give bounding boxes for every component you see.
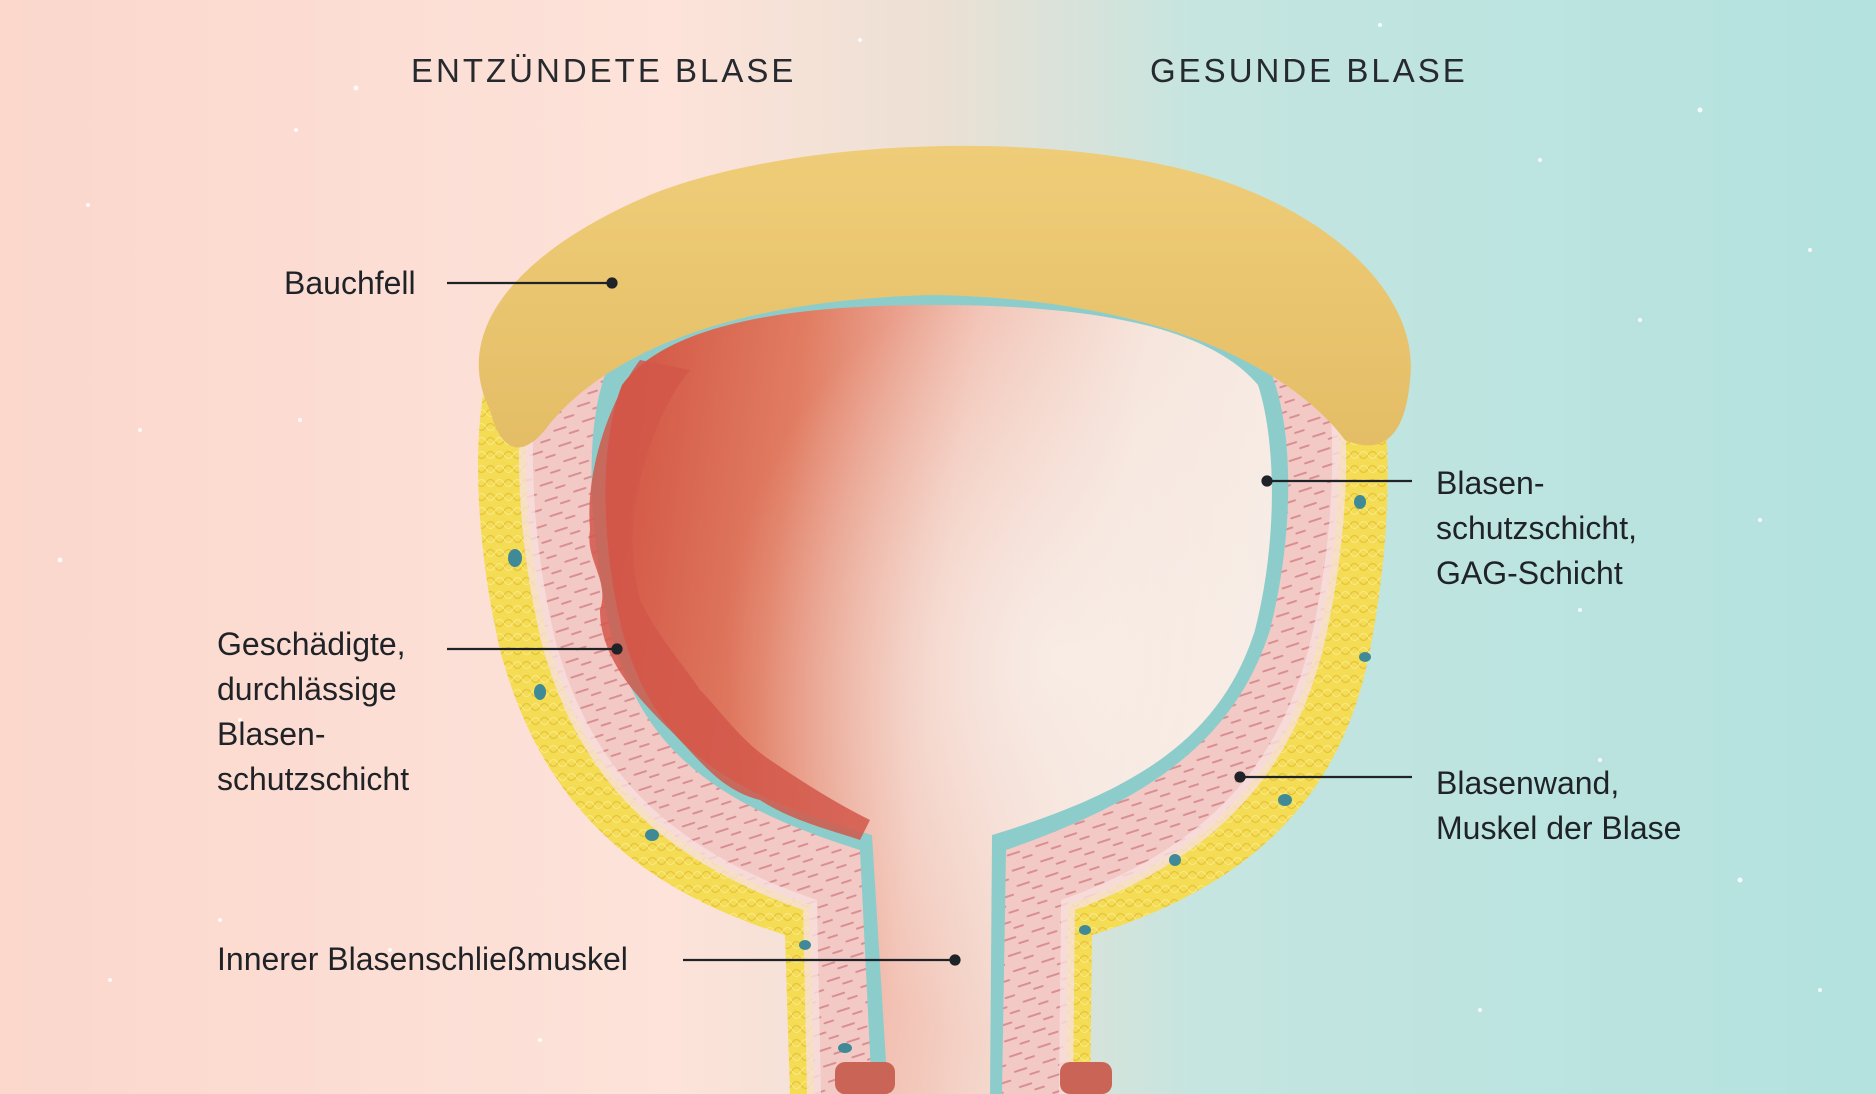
label-damaged-layer: Geschädigte, durchlässige Blasen- schutz… (217, 622, 409, 802)
heading-inflamed: ENTZÜNDETE BLASE (411, 52, 796, 90)
label-protective-layer: Blasen- schutzschicht, GAG-Schicht (1436, 461, 1637, 596)
label-peritoneum: Bauchfell (284, 261, 416, 306)
heading-healthy: GESUNDE BLASE (1150, 52, 1468, 90)
label-bladder-wall: Blasenwand, Muskel der Blase (1436, 761, 1681, 851)
label-internal-sphincter: Innerer Blasenschließmuskel (217, 937, 628, 982)
